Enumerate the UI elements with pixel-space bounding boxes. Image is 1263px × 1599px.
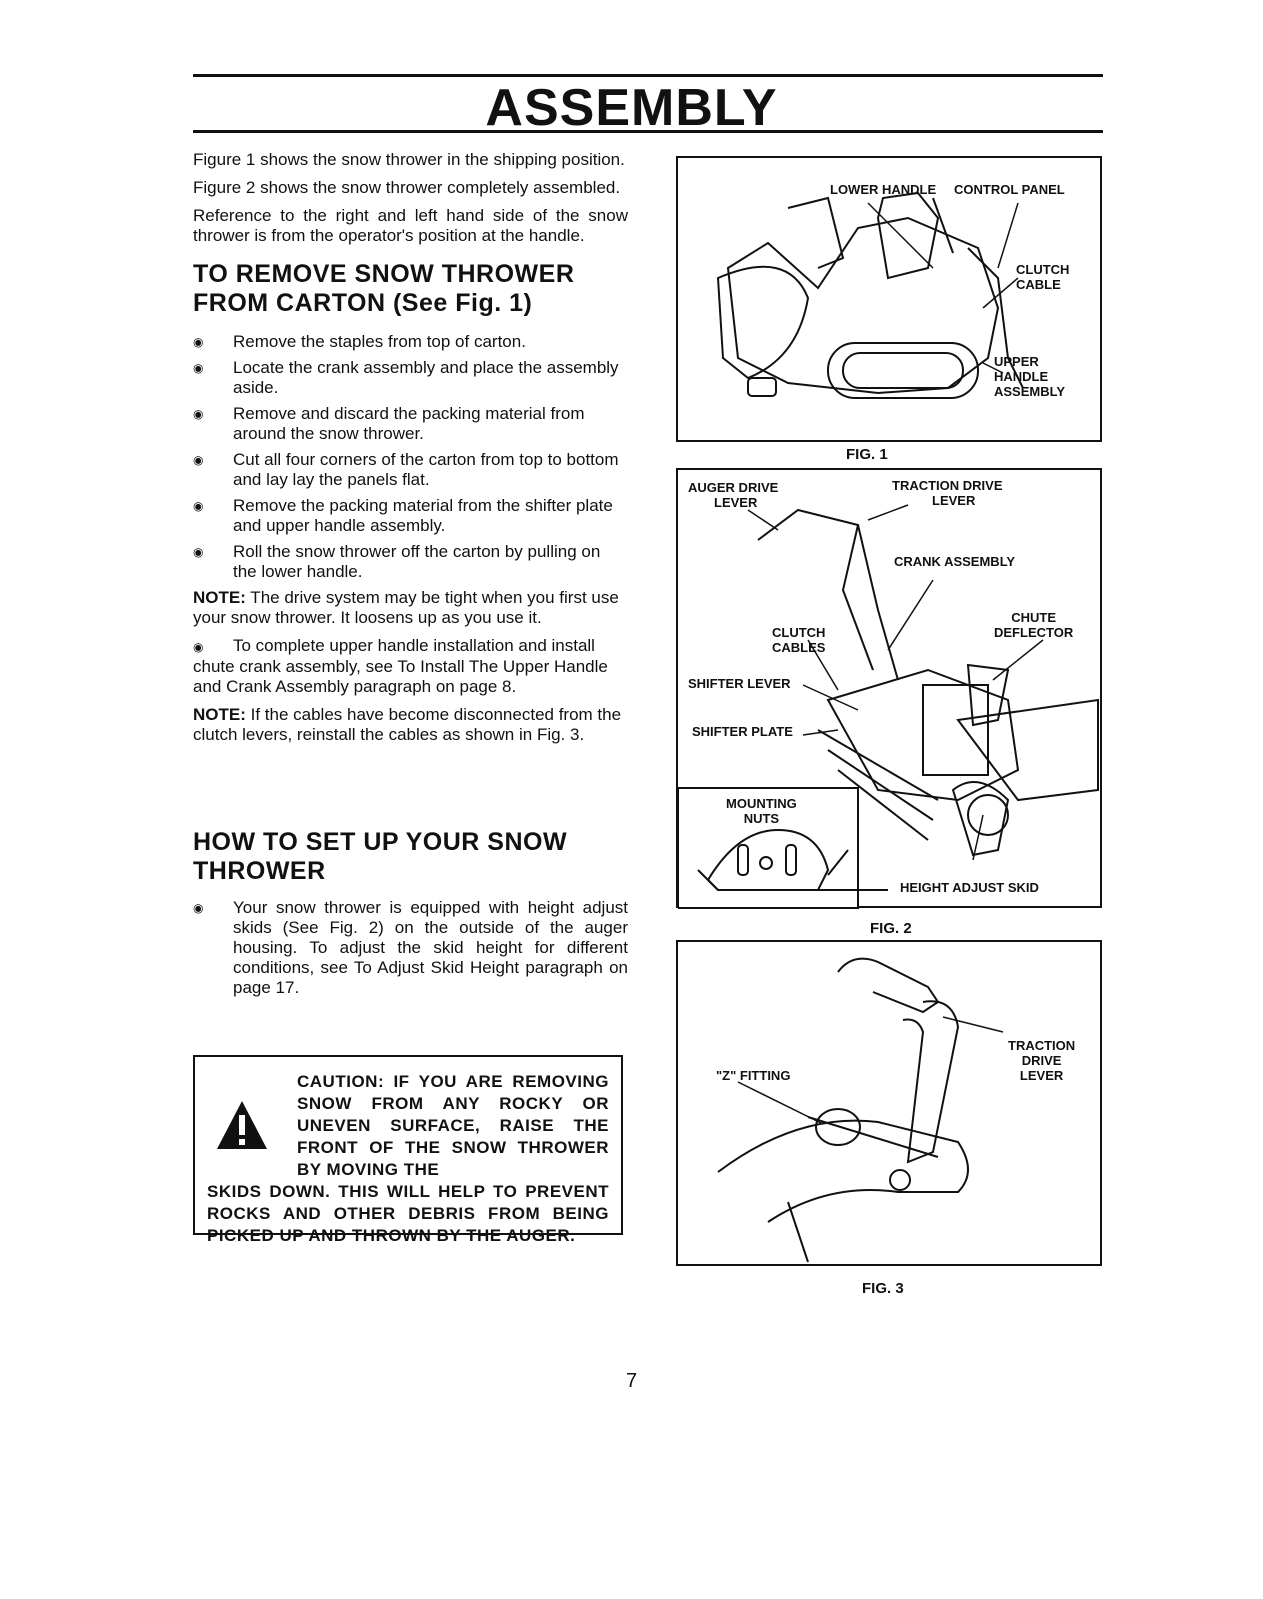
label-line: CABLES [772, 640, 826, 655]
label-line: TRACTION DRIVE [892, 478, 1003, 493]
label-line: LEVER [714, 495, 758, 510]
label-line: HANDLE [994, 369, 1049, 384]
label-line: CABLE [1016, 277, 1061, 292]
label-line: LEVER [1019, 1068, 1064, 1083]
label-line: MOUNTING [726, 796, 797, 811]
snow-thrower-assembled-illustration [678, 504, 1099, 909]
list-item: Roll the snow thrower off the carton by … [193, 542, 628, 582]
label-traction-drive-lever: TRACTION DRIVE LEVER [892, 478, 1003, 508]
label-line: LEVER [932, 493, 976, 508]
label-upper-handle-assembly: UPPER HANDLE ASSEMBLY [994, 354, 1065, 399]
label-line: NUTS [743, 811, 780, 826]
setup-section: HOW TO SET UP YOUR SNOW THROWER Your sno… [193, 828, 628, 1004]
label-crank-assembly: CRANK ASSEMBLY [894, 554, 1016, 569]
label-line: DEFLECTOR [994, 625, 1074, 640]
label-lower-handle: LOWER HANDLE [830, 182, 937, 197]
section-heading-setup: HOW TO SET UP YOUR SNOW THROWER [193, 828, 628, 886]
label-traction-drive-lever: TRACTION DRIVE LEVER [1008, 1038, 1075, 1083]
figure-2: AUGER DRIVE LEVER TRACTION DRIVE LEVER C… [676, 468, 1102, 909]
heading-line: HOW TO SET UP YOUR SNOW [193, 828, 568, 856]
label-line: CLUTCH [772, 625, 826, 640]
figure-1: LOWER HANDLE CONTROL PANEL CLUTCH CABLE … [676, 156, 1102, 442]
list-item: Locate the crank assembly and place the … [193, 358, 628, 398]
note-label: NOTE: [193, 705, 246, 724]
label-mounting-nuts: MOUNTING NUTS [726, 796, 797, 826]
list-item: Remove and discard the packing material … [193, 404, 628, 444]
label-line: CLUTCH [1016, 262, 1070, 277]
heading-line: FROM CARTON (See Fig. 1) [193, 289, 533, 317]
warning-triangle-icon [217, 1101, 267, 1149]
heading-line: THROWER [193, 857, 326, 885]
label-line: DRIVE [1021, 1053, 1062, 1068]
note-label: NOTE: [193, 588, 246, 607]
page-title: ASSEMBLY [485, 79, 778, 137]
label-chute-deflector: CHUTE DEFLECTOR [994, 610, 1073, 640]
label-line: AUGER DRIVE [688, 480, 779, 495]
setup-steps-list: Your snow thrower is equipped with heigh… [193, 898, 628, 998]
label-auger-drive-lever: AUGER DRIVE LEVER [688, 480, 778, 510]
note-paragraph: NOTE: The drive system may be tight when… [193, 588, 628, 628]
list-item: Cut all four corners of the carton from … [193, 450, 628, 490]
label-z-fitting: "Z" FITTING [716, 1068, 791, 1083]
bullet-paragraph: To complete upper handle installation an… [193, 636, 628, 697]
page-number: 7 [625, 1370, 638, 1392]
caution-box: CAUTION: IF YOU ARE REMOVING SNOW FROM A… [193, 1055, 623, 1245]
note-text: The drive system may be tight when you f… [193, 588, 619, 627]
figure-3-caption: FIG. 3 [862, 1280, 904, 1297]
label-shifter-plate: SHIFTER PLATE [692, 724, 793, 739]
label-line: CHUTE [1011, 610, 1056, 625]
label-line: UPPER [994, 354, 1039, 369]
title-underline [193, 130, 1103, 133]
remove-steps-list: Remove the staples from top of carton. L… [193, 332, 628, 582]
label-line: ASSEMBLY [994, 384, 1066, 399]
top-rule [193, 74, 1103, 77]
label-line: TRACTION [1008, 1038, 1076, 1053]
label-shifter-lever: SHIFTER LEVER [688, 676, 791, 691]
intro-paragraph: Figure 1 shows the snow thrower in the s… [193, 150, 625, 169]
note-paragraph: NOTE: If the cables have become disconne… [193, 705, 628, 745]
heading-line: TO REMOVE SNOW THROWER [193, 260, 575, 288]
note-text: If the cables have become disconnected f… [193, 705, 622, 744]
caution-text: CAUTION: IF YOU ARE REMOVING SNOW FROM A… [297, 1072, 609, 1179]
figure-3: "Z" FITTING TRACTION DRIVE LEVER [676, 940, 1102, 1266]
left-column: Figure 1 shows the snow thrower in the s… [193, 150, 628, 753]
label-height-adjust-skid: HEIGHT ADJUST SKID [900, 880, 1039, 895]
label-clutch-cables: CLUTCH CABLES [772, 625, 825, 655]
list-item: Remove the packing material from the shi… [193, 496, 628, 536]
traction-lever-z-fitting-illustration [717, 957, 1004, 1263]
intro-paragraph: Reference to the right and left hand sid… [193, 206, 628, 245]
figure-1-caption: FIG. 1 [846, 446, 888, 463]
mounting-nuts-inset [678, 787, 859, 909]
snow-thrower-shipping-illustration [716, 191, 1024, 399]
figure-2-caption: FIG. 2 [870, 920, 912, 937]
section-heading-remove: TO REMOVE SNOW THROWER FROM CARTON (See … [193, 260, 628, 318]
list-item: Your snow thrower is equipped with heigh… [193, 898, 628, 998]
list-item: Remove the staples from top of carton. [193, 332, 628, 352]
label-control-panel: CONTROL PANEL [954, 182, 1065, 197]
caution-text: SKIDS DOWN. THIS WILL HELP TO PREVENT RO… [207, 1182, 609, 1245]
intro-paragraph: Figure 2 shows the snow thrower complete… [193, 178, 621, 197]
label-clutch-cable: CLUTCH CABLE [1016, 262, 1069, 292]
